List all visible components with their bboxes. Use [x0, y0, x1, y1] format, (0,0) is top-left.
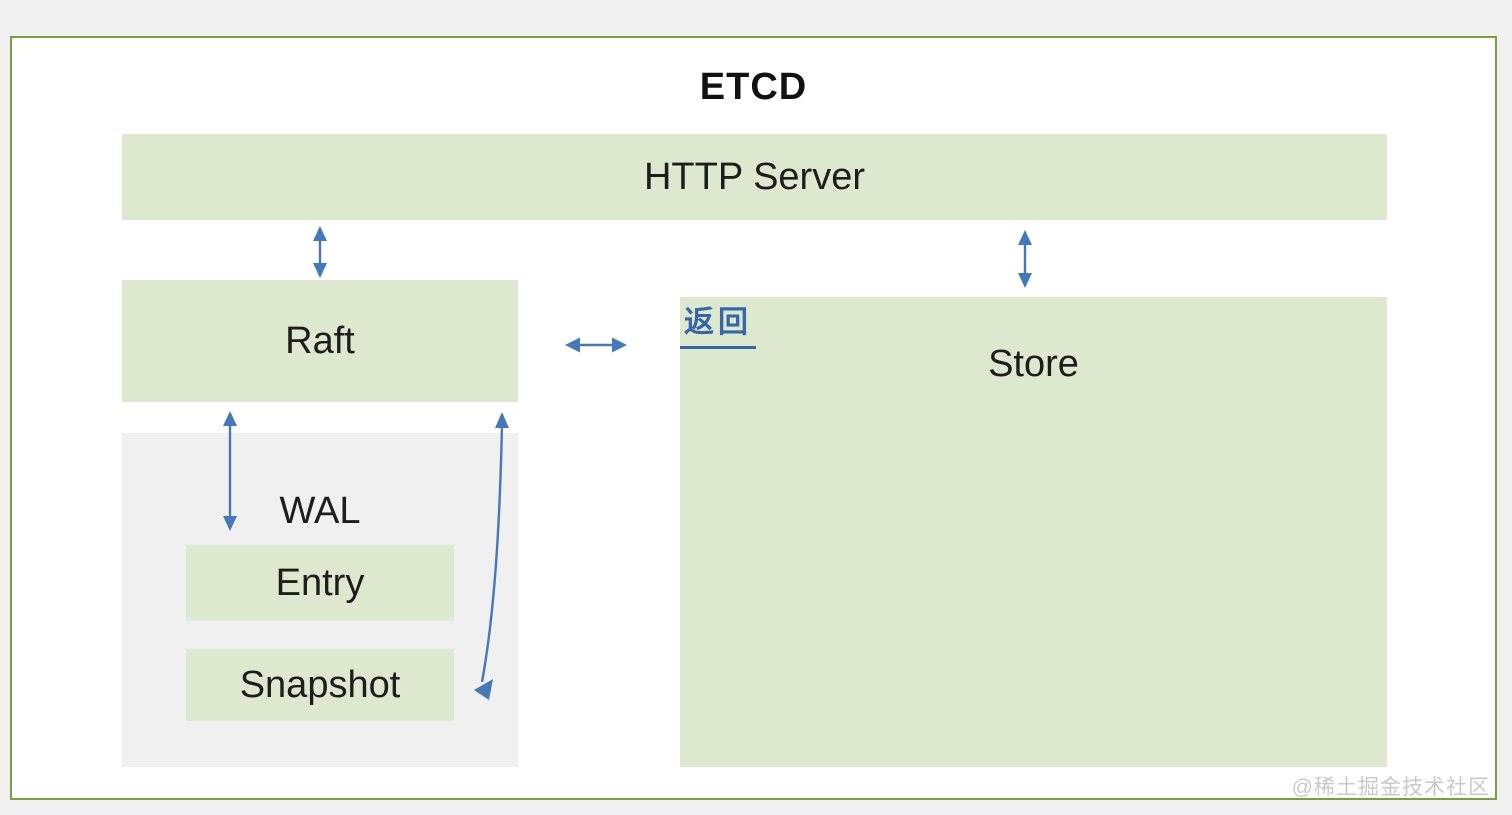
node-wal-label: WAL — [279, 490, 361, 532]
node-http-server-label: HTTP Server — [643, 155, 865, 198]
node-store-label: Store — [988, 343, 1079, 385]
node-snapshot-label: Snapshot — [239, 663, 401, 706]
diagram-title: ETCD — [699, 66, 808, 108]
node-snapshot: Snapshot — [186, 649, 454, 721]
arrow-http-store-icon — [1018, 230, 1032, 288]
arrow-raft-store-icon — [565, 337, 627, 353]
arrow-raft-wal-icon — [223, 411, 237, 531]
node-store: 返回 Store — [680, 297, 1387, 767]
store-return-link[interactable]: 返回 — [680, 305, 756, 349]
node-wal-container: WAL Entry Snapshot — [122, 433, 518, 767]
watermark: @稀土掘金技术社区 — [1291, 776, 1490, 799]
node-raft-label: Raft — [285, 319, 355, 362]
diagram-canvas: ETCD HTTP Server Raft 返回 Store WAL Entry… — [10, 36, 1497, 800]
node-entry: Entry — [186, 545, 454, 621]
arrow-raft-snapshot-icon — [474, 412, 509, 700]
node-raft: Raft — [122, 280, 518, 402]
node-http-server: HTTP Server — [122, 134, 1387, 220]
node-entry-label: Entry — [275, 561, 365, 604]
arrow-http-raft-icon — [313, 226, 327, 278]
